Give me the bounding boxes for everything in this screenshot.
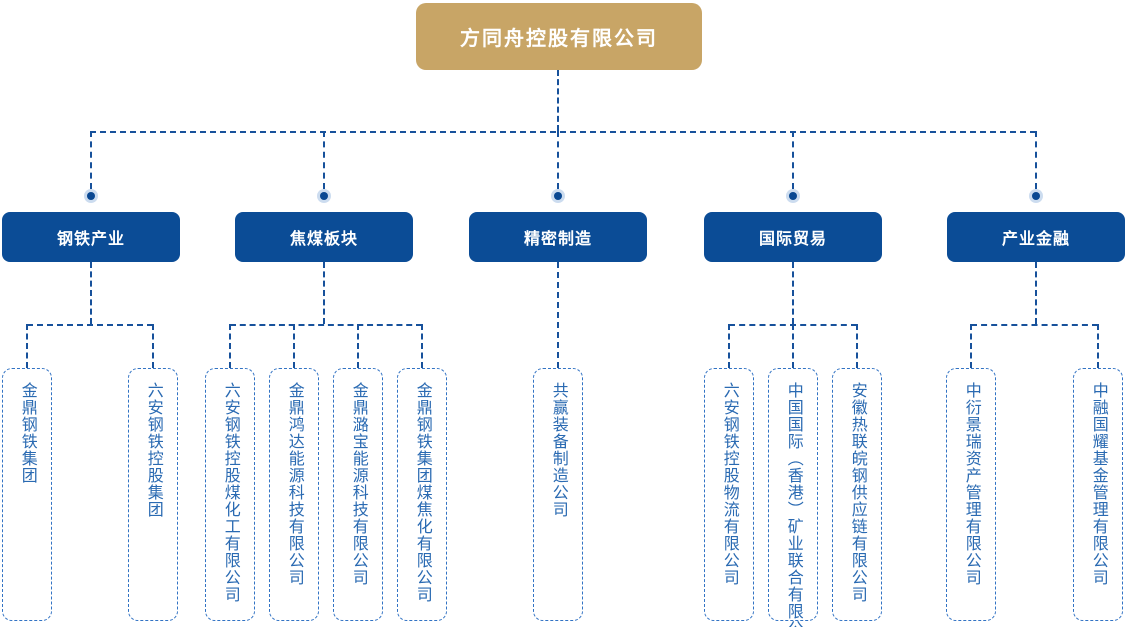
leaf-node: 中衍景瑞资产管理有限公司 [946, 368, 996, 621]
connector-line [728, 324, 730, 368]
leaf-node: 金鼎钢铁集团煤焦化有限公司 [397, 368, 447, 621]
connector-line [1035, 131, 1037, 189]
connector-line [856, 324, 858, 368]
leaf-node: 共赢装备制造公司 [533, 368, 583, 621]
branch-label: 产业金融 [1001, 231, 1070, 248]
leaf-label: 金鼎鸿达能源科技有限公司 [285, 382, 303, 586]
node-dot-core [87, 192, 95, 200]
branch-coking-coal: 焦煤板块 [235, 212, 413, 262]
leaf-label: 六安钢铁控股物流有限公司 [720, 382, 738, 586]
connector-line [1097, 324, 1099, 368]
node-dot-core [789, 192, 797, 200]
connector-line [792, 262, 794, 324]
leaf-node: 金鼎潞宝能源科技有限公司 [333, 368, 383, 621]
branch-label: 国际贸易 [758, 231, 827, 248]
branch-precision-manufacturing: 精密制造 [469, 212, 647, 262]
connector-line [152, 324, 154, 368]
branch-label: 焦煤板块 [289, 231, 358, 248]
connector-line [557, 70, 559, 131]
connector-line [557, 131, 559, 189]
node-dot-core [1032, 192, 1040, 200]
node-dot-core [554, 192, 562, 200]
root-node: 方同舟控股有限公司 [416, 3, 702, 70]
leaf-label: 金鼎钢铁集团 [18, 382, 36, 484]
connector-line [421, 324, 423, 368]
leaf-label: 金鼎潞宝能源科技有限公司 [349, 382, 367, 586]
connector-line [90, 262, 92, 324]
connector-line [293, 324, 295, 368]
leaf-node: 六安钢铁控股集团 [128, 368, 178, 621]
leaf-node: 中国国际（香港）矿业联合有限公司 [768, 368, 818, 627]
branch-steel-industry: 钢铁产业 [2, 212, 180, 262]
leaf-label: 六安钢铁控股集团 [144, 382, 162, 518]
connector-line [792, 324, 794, 368]
connector-line [26, 324, 28, 368]
leaf-label: 中衍景瑞资产管理有限公司 [962, 382, 980, 586]
node-dot-core [320, 192, 328, 200]
connector-line [792, 131, 794, 189]
branch-label: 精密制造 [523, 231, 592, 248]
branch-industrial-finance: 产业金融 [947, 212, 1125, 262]
root-node-label: 方同舟控股有限公司 [460, 28, 658, 50]
leaf-label: 六安钢铁控股煤化工有限公司 [221, 382, 239, 603]
leaf-label: 安徽热联皖钢供应链有限公司 [848, 382, 866, 603]
leaf-node: 金鼎钢铁集团 [2, 368, 52, 621]
connector-line [557, 262, 559, 368]
leaf-label: 共赢装备制造公司 [549, 382, 567, 518]
leaf-node: 六安钢铁控股煤化工有限公司 [205, 368, 255, 621]
connector-line [230, 324, 422, 326]
connector-line [27, 324, 153, 326]
connector-line [323, 131, 325, 189]
connector-line [90, 131, 1036, 133]
connector-line [229, 324, 231, 368]
leaf-node: 六安钢铁控股物流有限公司 [704, 368, 754, 621]
leaf-label: 中国国际（香港）矿业联合有限公司 [784, 382, 802, 627]
connector-line [90, 131, 92, 189]
connector-line [357, 324, 359, 368]
connector-line [971, 324, 1098, 326]
branch-international-trade: 国际贸易 [704, 212, 882, 262]
connector-line [323, 262, 325, 324]
leaf-node: 金鼎鸿达能源科技有限公司 [269, 368, 319, 621]
leaf-label: 金鼎钢铁集团煤焦化有限公司 [413, 382, 431, 603]
connector-line [970, 324, 972, 368]
branch-label: 钢铁产业 [56, 231, 125, 248]
leaf-node: 安徽热联皖钢供应链有限公司 [832, 368, 882, 621]
connector-line [1035, 262, 1037, 324]
leaf-label: 中融国耀基金管理有限公司 [1089, 382, 1107, 586]
leaf-node: 中融国耀基金管理有限公司 [1073, 368, 1123, 621]
